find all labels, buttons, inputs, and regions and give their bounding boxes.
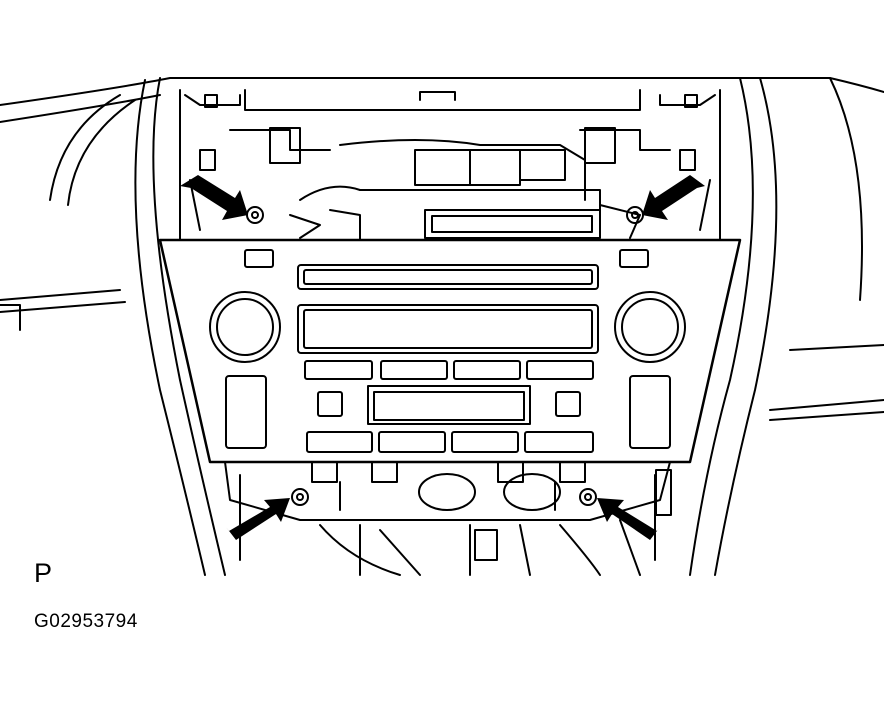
audio-face-panel xyxy=(158,238,742,464)
dashboard-outline xyxy=(0,77,884,576)
right-knob xyxy=(614,291,686,363)
arrow-icon xyxy=(180,175,248,220)
mounting-bracket-area xyxy=(179,89,721,241)
lower-bracket-area xyxy=(224,461,672,576)
figure-id-label: G02953794 xyxy=(34,611,138,632)
bolt-icon xyxy=(579,488,597,506)
left-knob xyxy=(209,291,281,363)
bolt-icon xyxy=(291,488,309,506)
arrow-icon xyxy=(642,175,705,220)
arrow-icon xyxy=(597,498,660,540)
arrow-icon xyxy=(226,498,290,540)
view-code-label: P xyxy=(34,558,53,588)
bolt-icon xyxy=(246,206,264,224)
